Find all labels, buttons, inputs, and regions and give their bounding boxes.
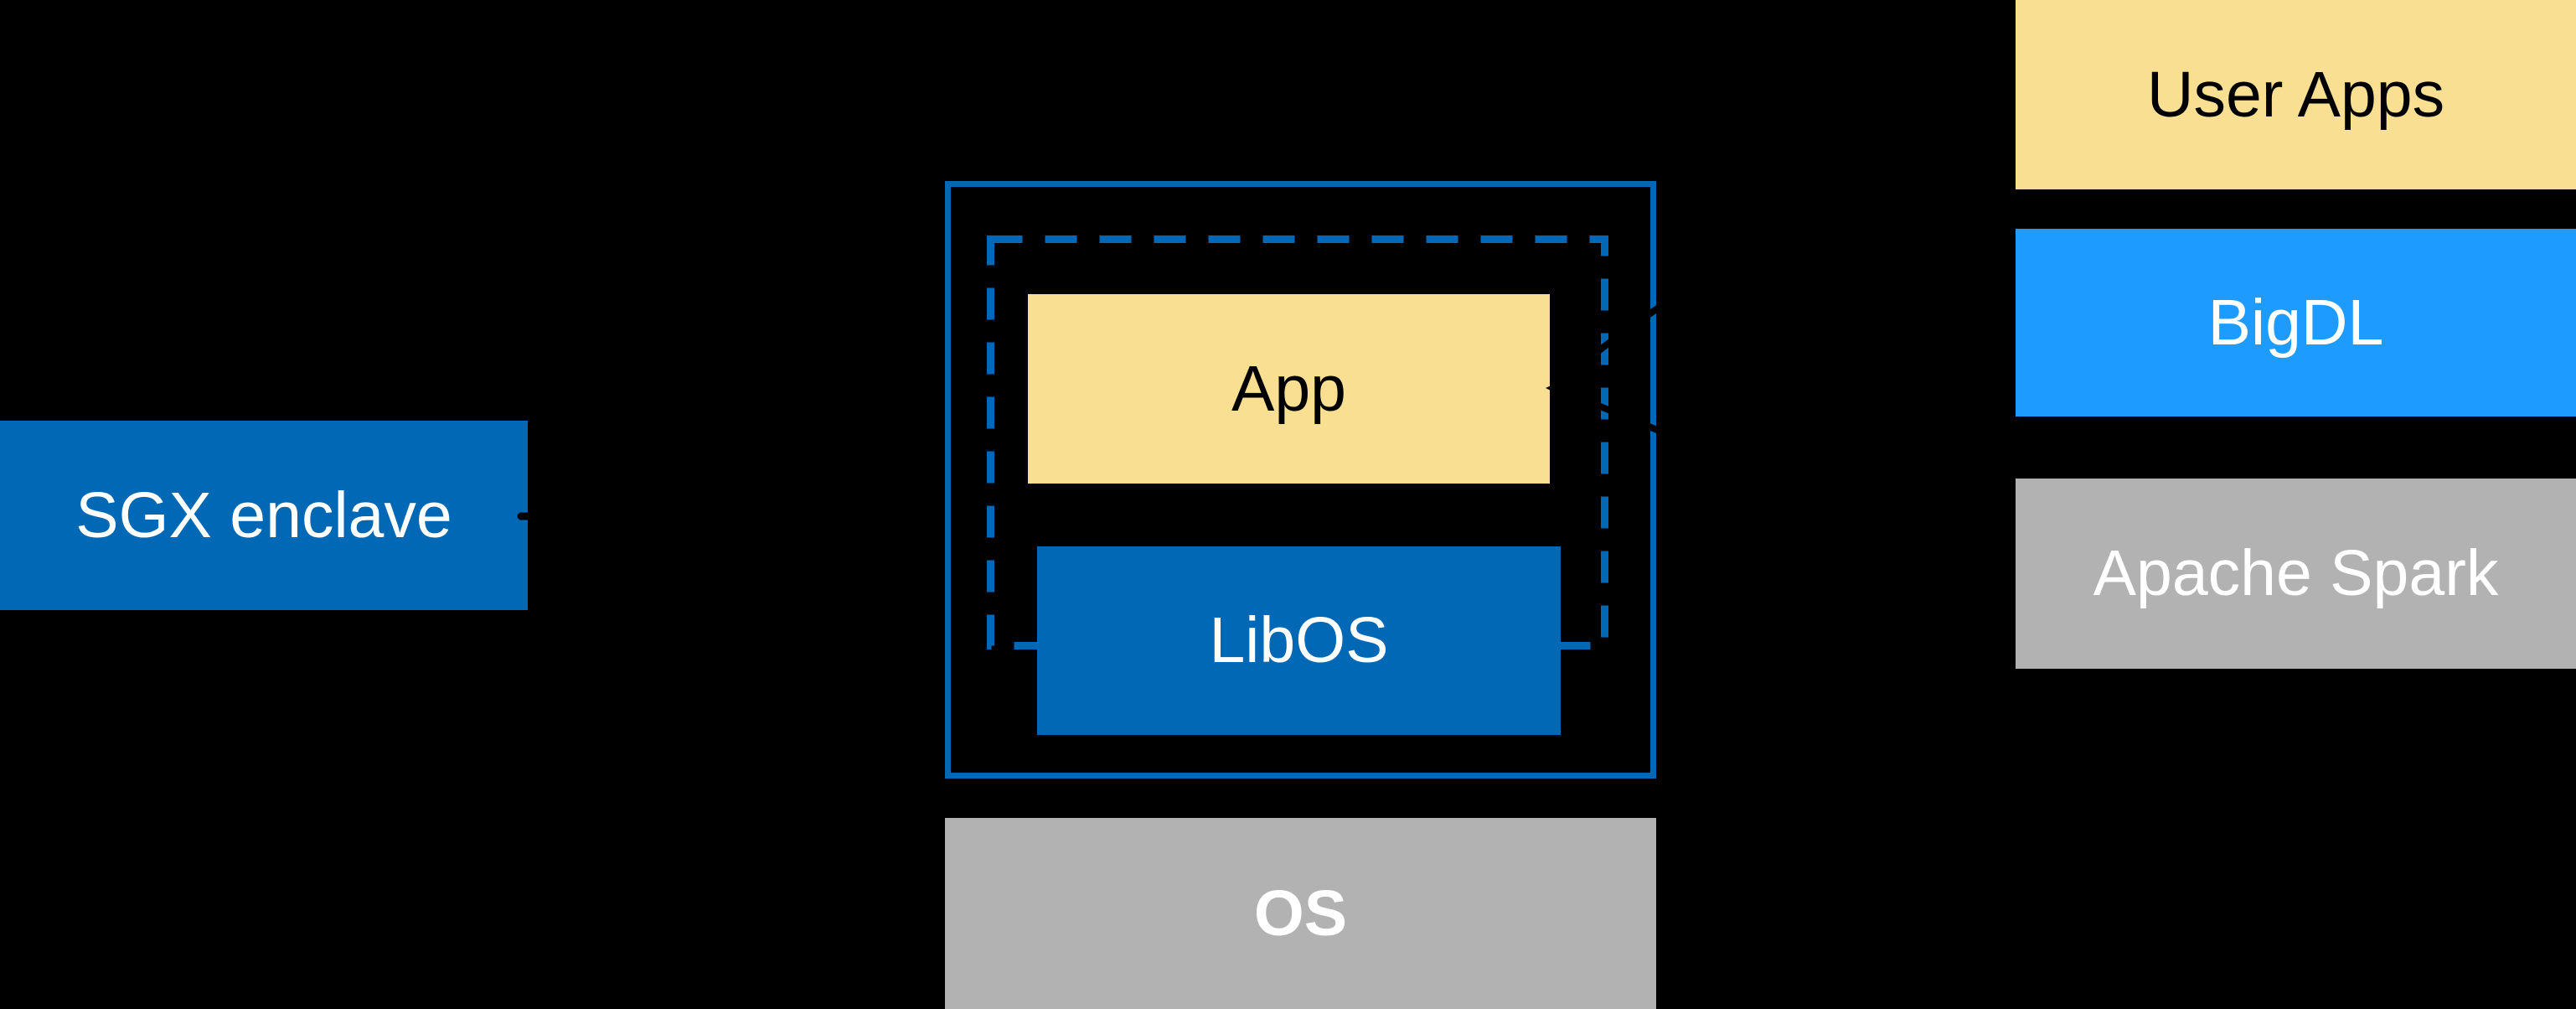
libos-box: LibOS <box>1037 546 1561 735</box>
libos-label: LibOS <box>1209 604 1389 676</box>
os-label: OS <box>1253 877 1348 949</box>
bigdl-label: BigDL <box>2207 286 2384 359</box>
app-box: App <box>1028 294 1550 484</box>
apache-spark-box: Apache Spark <box>2016 479 2576 669</box>
sgx-callout-arrowhead-icon <box>921 507 942 525</box>
sgx-enclave-label: SGX enclave <box>75 479 452 551</box>
sgx-enclave-callout-box: SGX enclave <box>0 421 528 610</box>
user-apps-box: User Apps <box>2016 0 2576 189</box>
os-box: OS <box>945 818 1656 1009</box>
user-apps-label: User Apps <box>2146 58 2445 131</box>
bigdl-box: BigDL <box>2016 229 2576 417</box>
apache-spark-label: Apache Spark <box>2093 537 2499 609</box>
app-label: App <box>1231 352 1346 425</box>
